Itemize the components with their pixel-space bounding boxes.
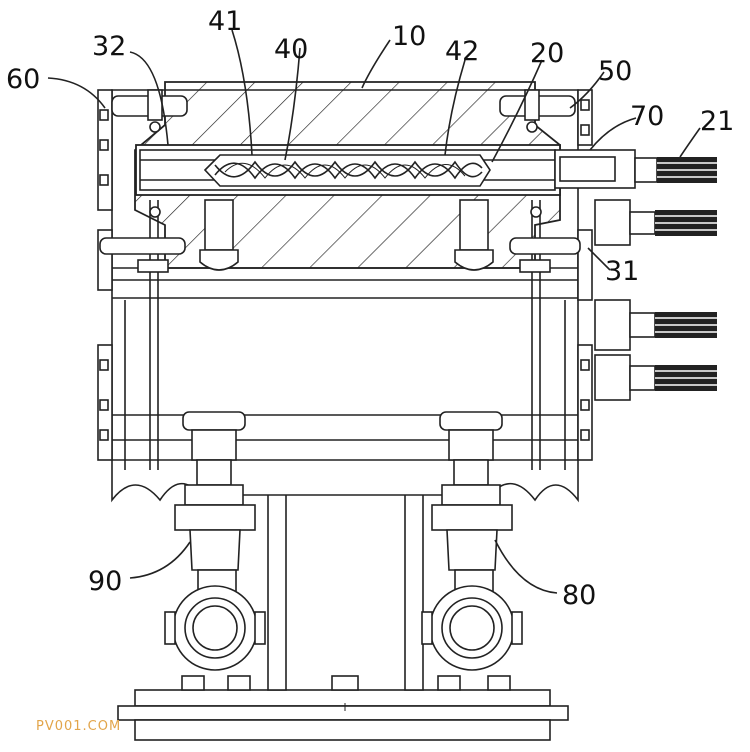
label-50: 50 (598, 56, 632, 87)
label-60: 60 (6, 64, 40, 95)
side-plate-60 (97, 89, 113, 461)
label-90: 90 (88, 566, 122, 597)
side-plate-50 (577, 89, 593, 461)
reference-labels: 60 32 41 40 10 42 20 50 70 21 31 90 80 (6, 6, 734, 611)
label-21: 21 (700, 106, 734, 137)
base-pallet (117, 675, 569, 741)
connector-70 (554, 149, 636, 189)
valve-assembly-90 (164, 411, 266, 671)
label-20: 20 (530, 38, 564, 69)
watermark: PV001.COM (36, 719, 121, 734)
label-80: 80 (562, 580, 596, 611)
label-40: 40 (274, 34, 308, 65)
label-10: 10 (392, 21, 426, 52)
heater-rods-21 (594, 157, 717, 401)
label-31: 31 (605, 256, 639, 287)
clamps (99, 89, 581, 273)
label-70: 70 (630, 101, 664, 132)
leader-lines (47, 29, 701, 594)
label-41: 41 (208, 6, 242, 37)
label-32: 32 (92, 31, 126, 62)
label-42: 42 (445, 36, 479, 67)
valve-assembly-80 (421, 411, 523, 671)
screw-agitator (139, 149, 556, 271)
